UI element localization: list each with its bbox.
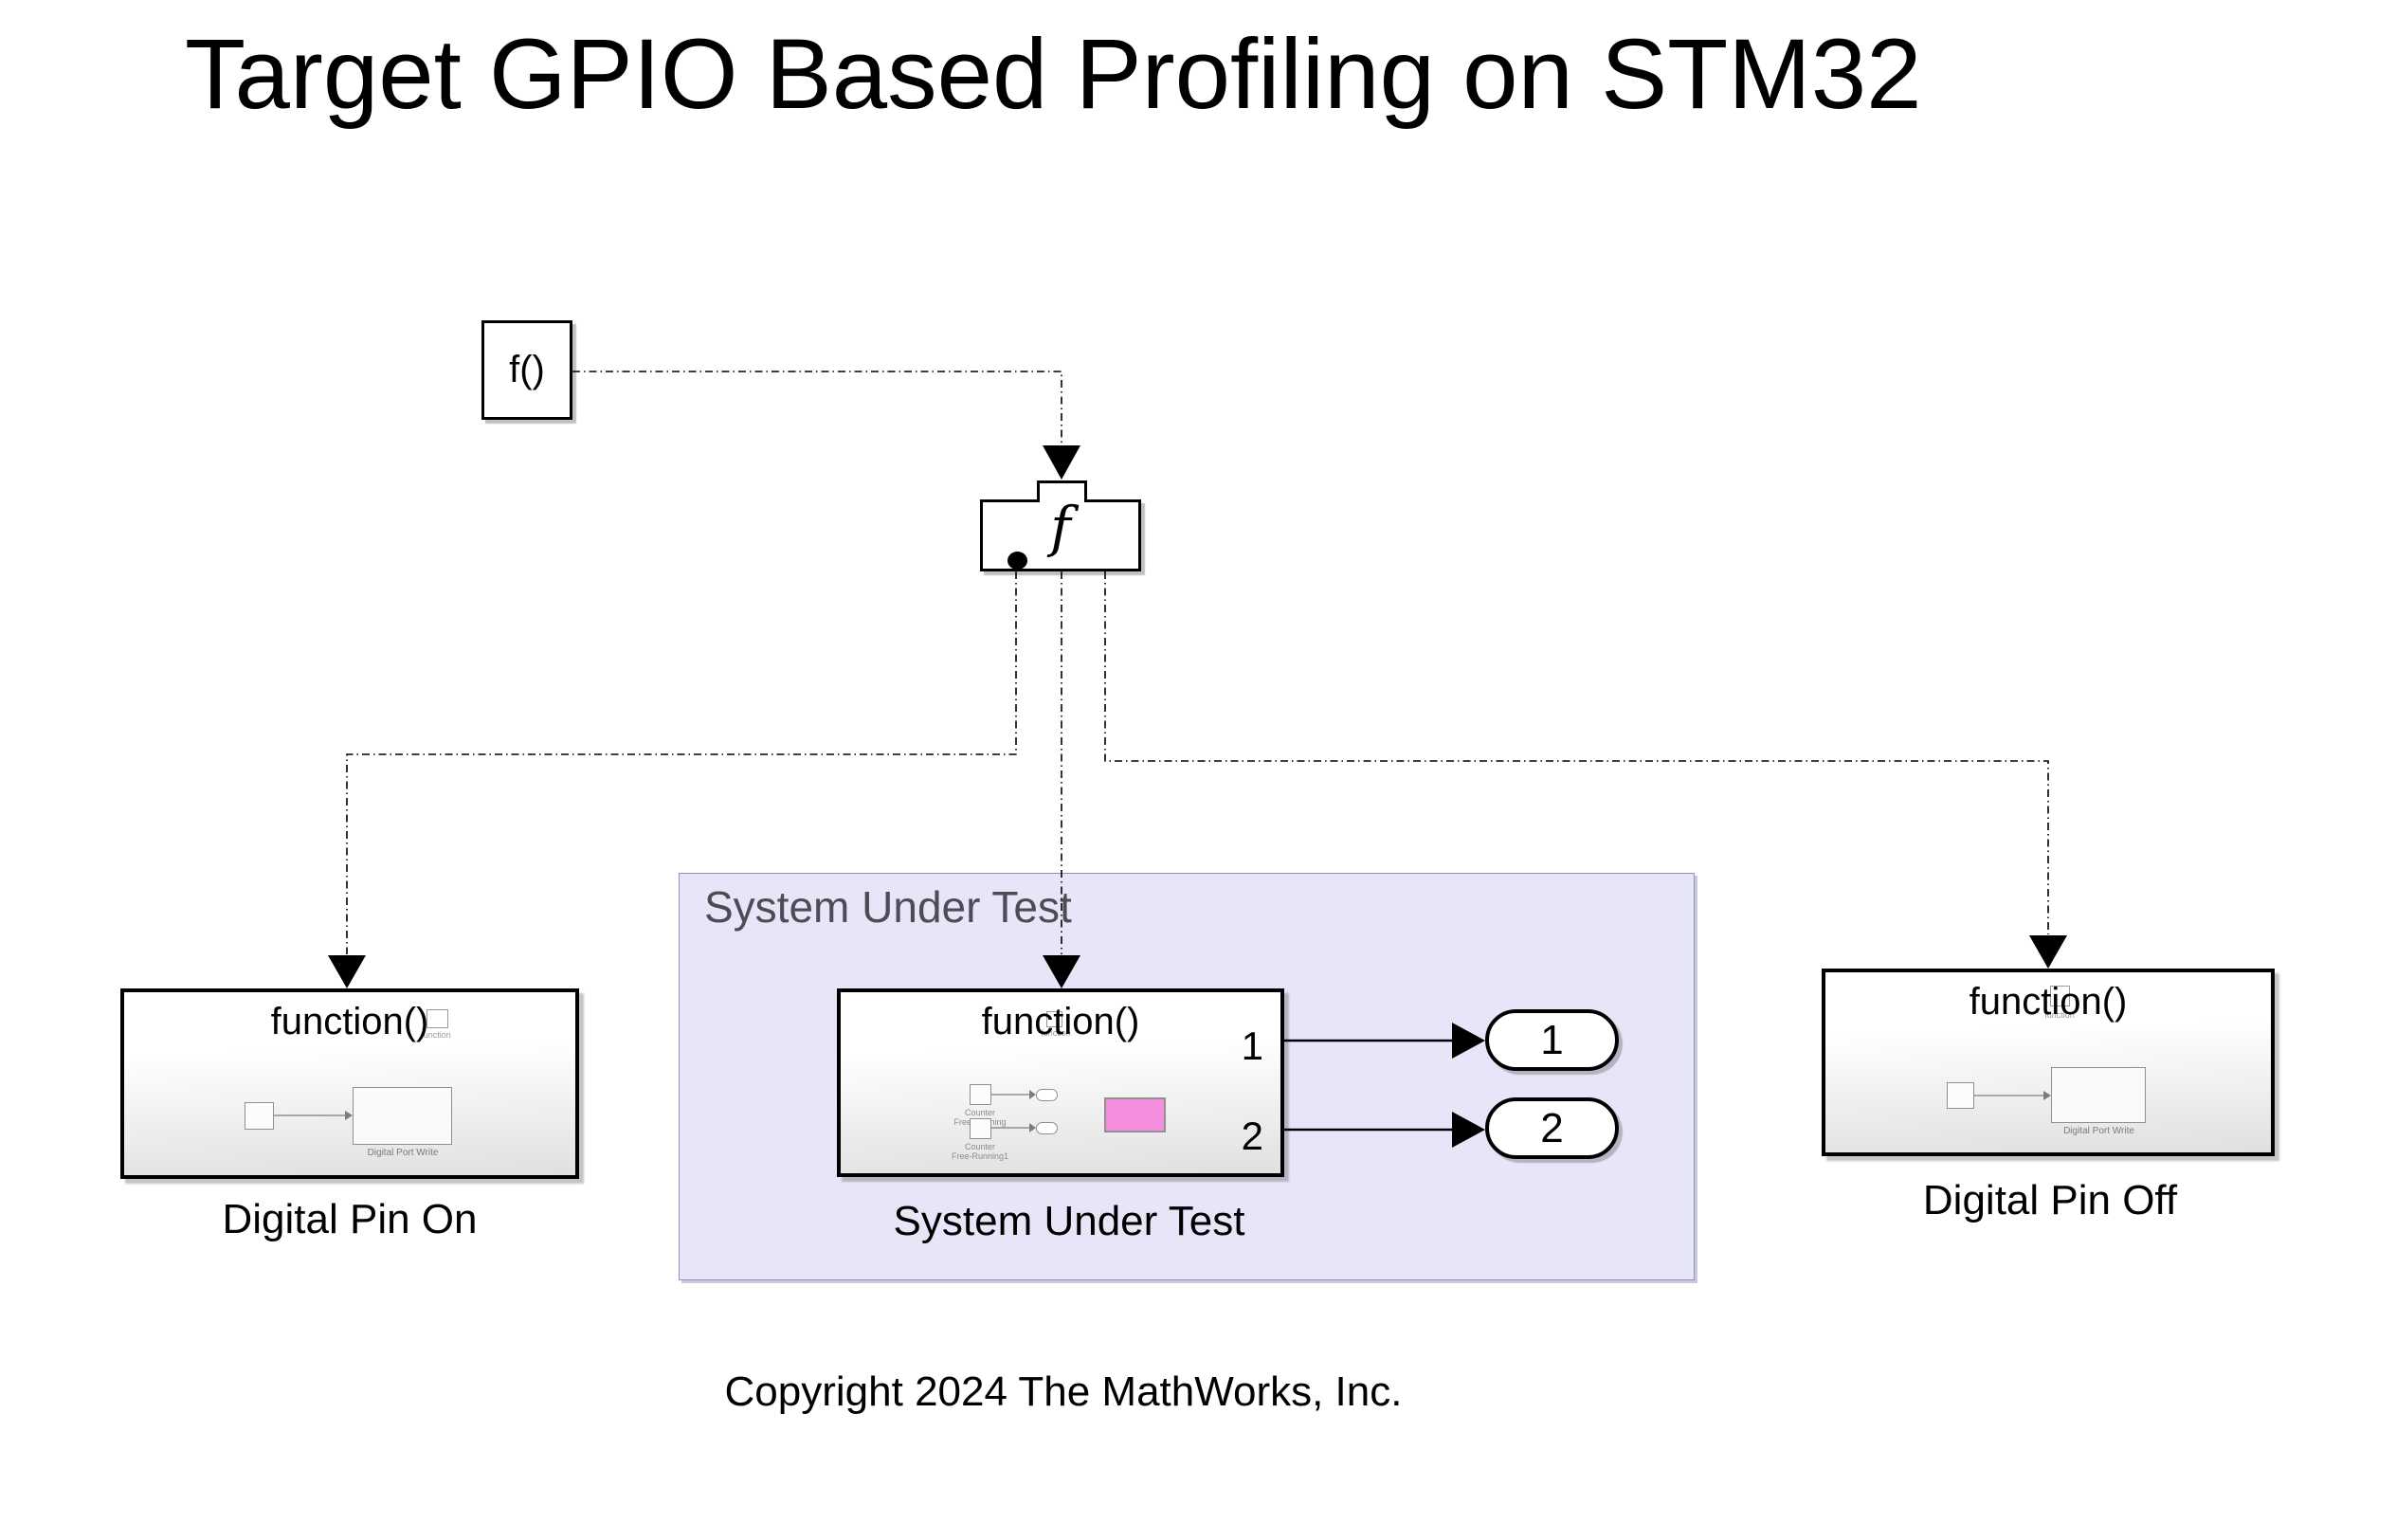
digital-pin-off-name[interactable]: Digital Pin Off [1922,1177,2178,1223]
digital-pin-off-block[interactable]: function function() Digital Port Write [1822,969,2275,1156]
outport-2-block[interactable]: 2 [1485,1097,1619,1159]
system-under-test-area-title: System Under Test [704,882,1072,932]
system-under-test-name[interactable]: System Under Test [893,1198,1245,1244]
pin-off-header: function() [1969,981,2128,1023]
pin-off-inner-write-block-icon [2051,1067,2146,1123]
outport-2-label: 2 [1540,1104,1564,1151]
pin-on-header: function() [270,1001,429,1042]
pin-on-inner-write-block-icon [353,1087,452,1145]
digital-pin-on-name[interactable]: Digital Pin On [222,1196,478,1242]
function-caller-block[interactable]: f [980,495,1141,571]
sut-counter2-label-line2: Free-Running1 [951,1151,1009,1161]
diagram-title: Target GPIO Based Profiling on STM32 [185,19,1922,130]
sut-outport-2-number: 2 [1241,1114,1263,1158]
outport-1-block[interactable]: 1 [1485,1009,1619,1071]
pin-off-thumb-caption: function [2044,1010,2075,1020]
function-call-generator-label: f() [509,349,545,390]
pin-on-thumb-icon [427,1009,448,1028]
sut-thumb-caption: function [1041,1028,1071,1038]
wire-fcall-to-caller[interactable] [572,371,1062,444]
sut-thumb-icon [1046,1011,1062,1027]
function-caller-dot-icon [1007,552,1027,570]
sut-oval2-icon [1036,1122,1058,1134]
sut-pink-block-icon [1104,1097,1166,1132]
function-caller-trigger-port[interactable] [1037,480,1087,502]
system-under-test-block[interactable]: function function() 1 2 Counter Free-Run… [837,988,1284,1177]
pin-on-trigger-arrowhead-icon [328,955,366,988]
sut-outport-1-number: 1 [1241,1024,1263,1068]
pin-off-inner-inport-icon [1947,1082,1974,1109]
outport-1-label: 1 [1540,1016,1564,1063]
sut-oval1-icon [1036,1089,1058,1101]
function-call-generator-block[interactable]: f() [481,320,572,420]
sut-counter2-label-line1: Counter [964,1142,996,1151]
digital-pin-on-block[interactable]: function function() Digital Port Write [120,988,579,1179]
sut-counter1-icon [970,1084,991,1105]
pin-on-thumb-caption: function [421,1030,451,1040]
pin-off-inner-write-label: Digital Port Write [2063,1126,2134,1136]
caller-trigger-arrowhead-icon [1043,445,1080,480]
pin-on-inner-write-label: Digital Port Write [367,1148,439,1158]
function-caller-symbol: f [1050,495,1071,559]
sut-counter2-icon [970,1118,991,1139]
pin-on-inner-inport-icon [245,1102,274,1130]
copyright-annotation: Copyright 2024 The MathWorks, Inc. [724,1368,1403,1415]
pin-off-thumb-icon [2050,986,2070,1006]
sut-counter1-label-line1: Counter [964,1108,996,1117]
sut-header: function() [981,1001,1140,1042]
pin-off-trigger-arrowhead-icon [2029,935,2067,969]
